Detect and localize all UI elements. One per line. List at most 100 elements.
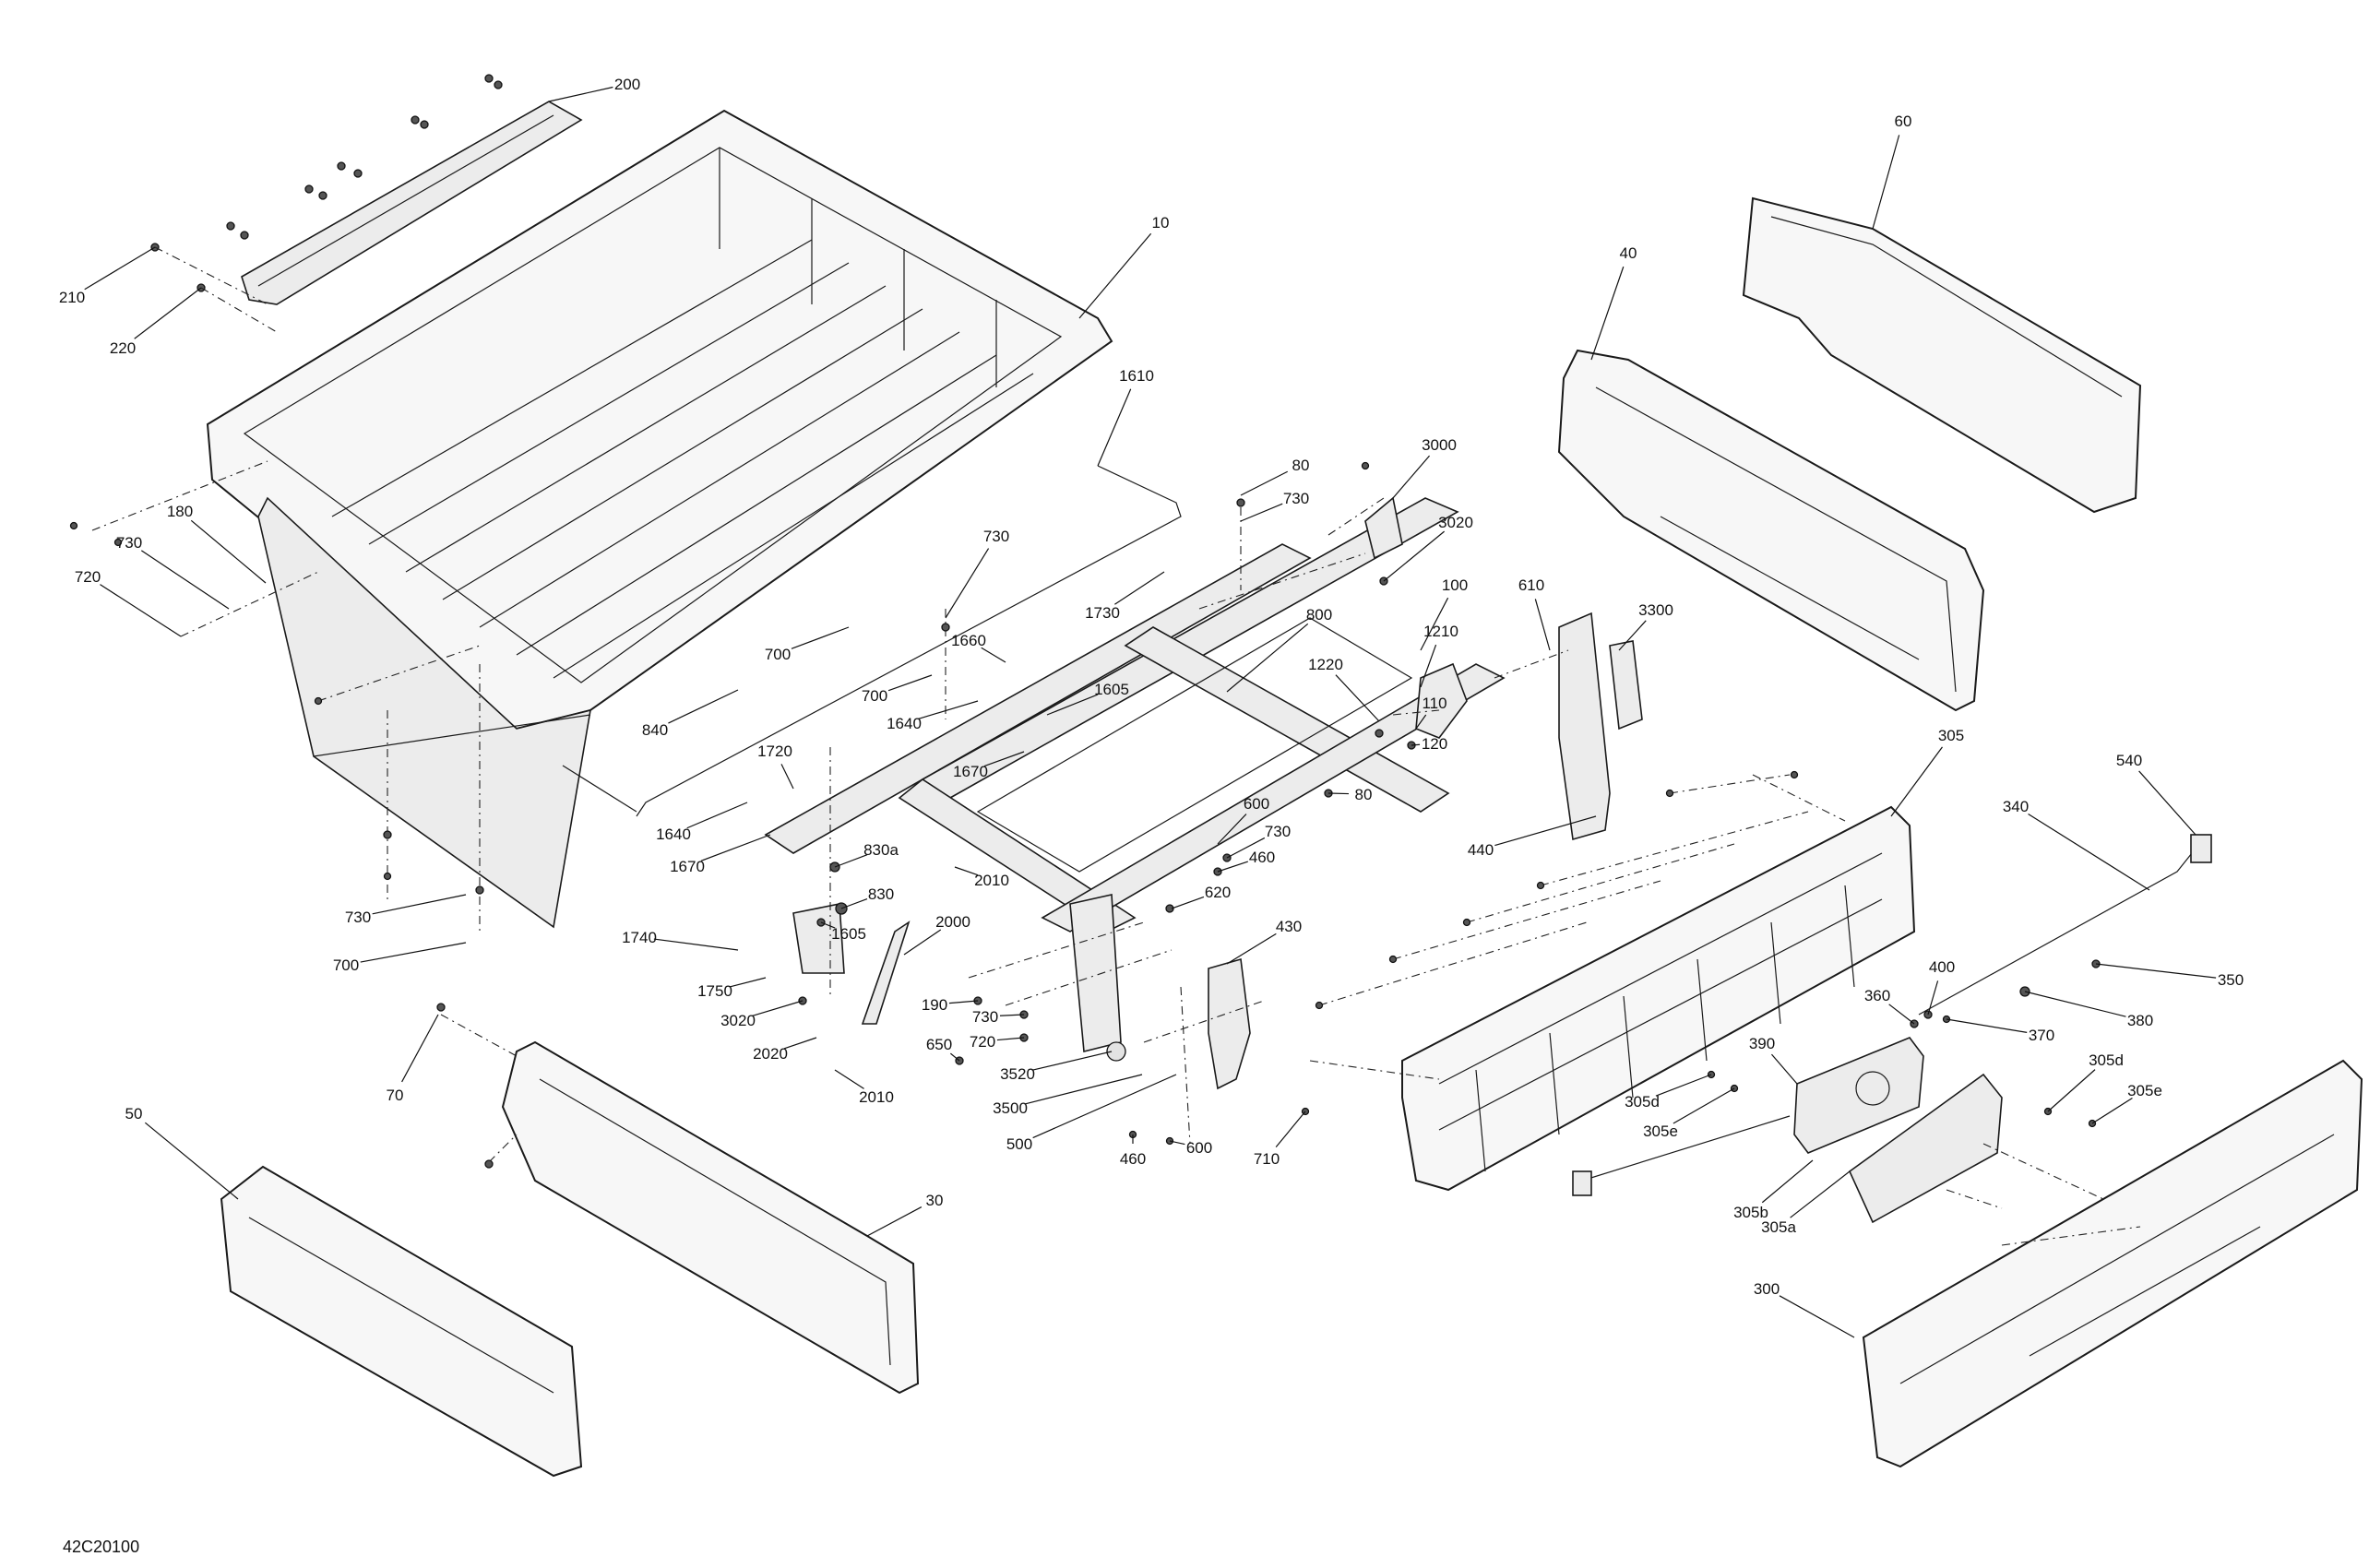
leader-730a: [1240, 503, 1283, 522]
leader-1730: [1114, 571, 1165, 605]
callout-830: 830: [868, 885, 894, 903]
callout-500: 500: [1006, 1135, 1032, 1153]
bracket-1210: [1415, 662, 1468, 739]
leader-730f: [999, 1014, 1025, 1016]
callout-1610: 1610: [1119, 367, 1154, 385]
callout-2020: 2020: [753, 1045, 788, 1063]
leader-80b: [1327, 792, 1350, 795]
callout-1720: 1720: [757, 742, 792, 760]
leader-2000: [903, 929, 942, 956]
leader-1605a: [1046, 694, 1099, 716]
leader-300: [1779, 1295, 1855, 1338]
leader-710: [1275, 1111, 1306, 1148]
callout-80a: 80: [1292, 457, 1310, 474]
leader-700b: [887, 674, 933, 692]
leader-70: [401, 1014, 439, 1083]
leader-380: [2024, 991, 2126, 1017]
tailgate-frame-305: [1401, 805, 1916, 1192]
callout-360: 360: [1864, 987, 1890, 1004]
callout-620: 620: [1205, 884, 1231, 901]
callout-1605a: 1605: [1094, 681, 1129, 698]
callout-210: 210: [59, 289, 85, 306]
callout-190: 190: [922, 996, 947, 1014]
leader-700a: [791, 626, 850, 649]
rod-840: [562, 765, 637, 813]
callout-340: 340: [2003, 798, 2029, 815]
plate-3520: [1069, 894, 1122, 1053]
leader-1750: [729, 977, 767, 988]
leader-1670a: [983, 751, 1025, 767]
leader-440: [1494, 815, 1597, 847]
leader-830a: [834, 854, 868, 868]
callout-730a: 730: [1283, 490, 1309, 507]
callout-730e: 730: [345, 909, 371, 926]
leader-80a: [1240, 470, 1289, 496]
bracket-3300: [1609, 640, 1643, 731]
leader-340: [2028, 813, 2150, 891]
callout-2000: 2000: [935, 913, 970, 931]
leader-30: [866, 1206, 923, 1237]
callout-730c: 730: [983, 528, 1009, 545]
leader-180: [190, 519, 267, 584]
callout-3000: 3000: [1422, 436, 1457, 454]
cargo-box: [206, 109, 1113, 929]
callout-305d_b: 305d: [1625, 1093, 1660, 1111]
leader-110: [1415, 714, 1427, 730]
callout-390: 390: [1749, 1035, 1775, 1052]
callout-720a: 720: [75, 568, 101, 586]
leader-730b: [140, 550, 230, 610]
callout-1640a: 1640: [887, 715, 922, 732]
leader-305e_b: [1673, 1087, 1735, 1124]
leader-610: [1534, 599, 1551, 651]
leader-2010b: [834, 1069, 864, 1089]
leader-1640a: [918, 700, 979, 719]
callout-440: 440: [1468, 841, 1494, 859]
leader-220: [134, 287, 202, 339]
callout-leaders: [84, 86, 2217, 1338]
callout-800: 800: [1306, 606, 1332, 624]
callout-460a: 460: [1249, 849, 1275, 866]
callout-3020a: 3020: [1438, 514, 1473, 531]
callout-50: 50: [125, 1105, 143, 1123]
callout-110: 110: [1422, 695, 1446, 712]
leader-200: [548, 86, 613, 102]
leader-1740: [653, 938, 739, 951]
leader-1720: [780, 764, 794, 790]
leader-390: [1771, 1053, 1798, 1085]
bracket-3000: [1364, 496, 1403, 560]
leader-720a: [100, 584, 182, 637]
callout-730b: 730: [116, 534, 142, 552]
leader-650: [950, 1052, 960, 1062]
leader-540: [2138, 770, 2196, 836]
leader-1640b: [686, 802, 748, 829]
leader-430: [1226, 932, 1277, 965]
callout-305a: 305a: [1761, 1218, 1796, 1236]
leader-305d_a: [2047, 1069, 2096, 1112]
leader-305a: [1790, 1170, 1851, 1218]
callout-3300: 3300: [1638, 601, 1673, 619]
callout-2010a: 2010: [974, 872, 1009, 889]
callout-305: 305: [1938, 727, 1964, 744]
callout-1660: 1660: [951, 632, 986, 649]
leader-3020a: [1383, 530, 1446, 582]
frame-800: [764, 497, 1506, 932]
callout-540: 540: [2116, 752, 2142, 769]
leader-3020b: [752, 1000, 804, 1016]
fasteners: [69, 461, 2101, 1169]
leader-2020: [783, 1037, 817, 1050]
side-panel-40: [1557, 349, 1985, 712]
callout-610: 610: [1518, 576, 1544, 594]
leader-1670b: [700, 834, 771, 861]
callout-305e_a: 305e: [2127, 1082, 2162, 1099]
leader-1610: [1097, 388, 1132, 467]
leader-700c: [360, 942, 467, 963]
callout-200: 200: [614, 76, 640, 93]
leader-40: [1590, 266, 1625, 361]
callout-10: 10: [1152, 214, 1170, 232]
leader-500: [1032, 1074, 1177, 1139]
leader-360: [1888, 1004, 1915, 1025]
side-panel-30: [501, 1040, 920, 1395]
callout-80b: 80: [1355, 786, 1373, 803]
leader-3300: [1618, 620, 1647, 651]
leader-50: [144, 1122, 239, 1200]
